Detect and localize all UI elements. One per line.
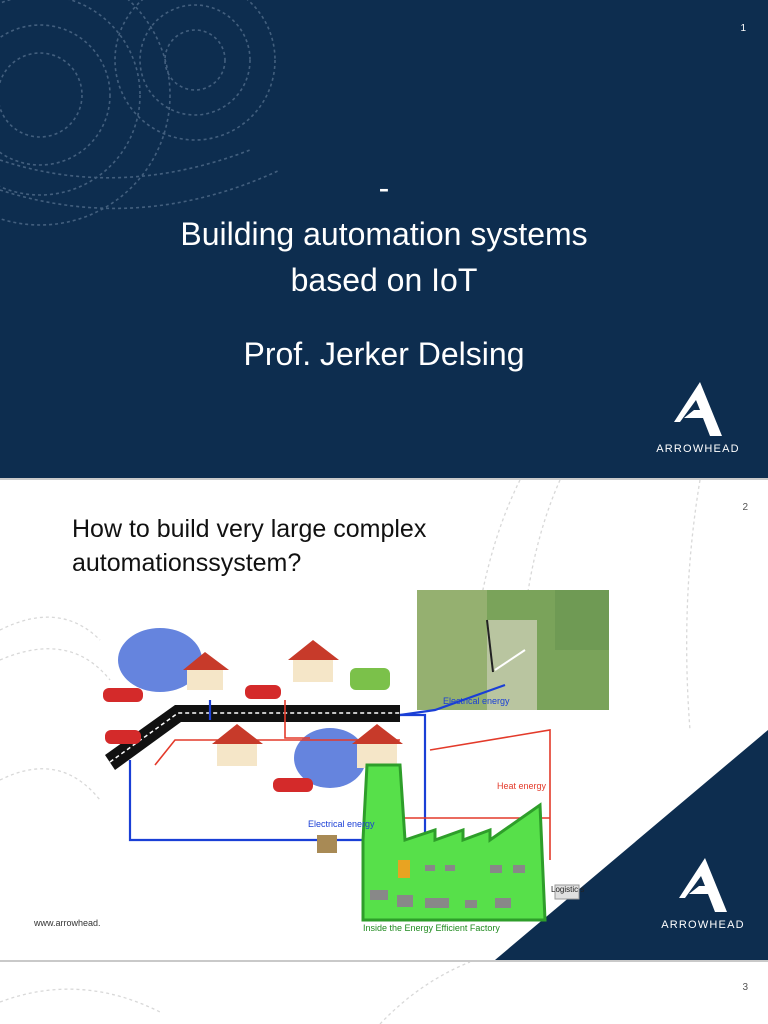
house-icon (183, 652, 229, 690)
label-heat: Heat energy (497, 781, 547, 791)
cloud-icon (294, 728, 366, 788)
next-slide: 3 (0, 962, 768, 1024)
transformer-icon (317, 835, 337, 853)
decorative-circles (0, 0, 281, 226)
arrowhead-icon (674, 382, 722, 436)
logo-text: ARROWHEAD (656, 443, 740, 455)
energy-diagram: Electrical energy Heat energy Electrical… (103, 590, 609, 933)
logo-text: ARROWHEAD (661, 919, 745, 931)
factory-icon (361, 763, 547, 922)
house-icon (288, 640, 339, 682)
slide-title: How to build very large complex automati… (72, 512, 426, 580)
content-slide: 2 How to build very large complex automa… (0, 480, 768, 960)
road (105, 705, 400, 770)
car-icon (273, 778, 313, 792)
corner-shape (495, 730, 768, 960)
arrowhead-logo: ARROWHEAD (655, 858, 751, 931)
house-icon (352, 724, 403, 768)
background-lines (0, 962, 471, 1024)
house-icon (212, 724, 263, 766)
label-electrical-bottom: Electrical energy (308, 819, 375, 829)
title-line: How to build very large complex (72, 515, 427, 543)
car-icon (105, 730, 141, 744)
title-slide: 1 - Building automation systems based on… (0, 0, 768, 478)
cloud-icon (118, 628, 202, 692)
electric-car-icon (350, 668, 390, 690)
arrowhead-logo: ARROWHEAD (652, 382, 744, 455)
car-icon (245, 685, 281, 699)
aerial-photo (417, 590, 609, 710)
background-lines (0, 480, 701, 801)
car-icon (103, 688, 143, 702)
arrowhead-icon (679, 858, 727, 912)
slide-number: 1 (740, 23, 746, 34)
truck-icon (554, 884, 580, 900)
slide-number: 2 (742, 502, 748, 513)
title-spacer (0, 303, 768, 331)
label-logistics: Logistic s (551, 885, 584, 894)
author-line: Prof. Jerker Delsing (243, 336, 525, 372)
slide-title: - Building automation systems based on I… (0, 165, 768, 377)
footer-url: www.arrowhead. (34, 918, 101, 928)
label-factory: Inside the Energy Efficient Factory (363, 923, 500, 933)
title-line: Building automation systems (180, 216, 588, 252)
title-line: based on IoT (290, 262, 478, 298)
title-line: automationssystem? (72, 549, 302, 577)
label-electrical-top: Electrical energy (443, 696, 510, 706)
title-line: - (378, 170, 390, 206)
slide-number: 3 (742, 982, 748, 993)
